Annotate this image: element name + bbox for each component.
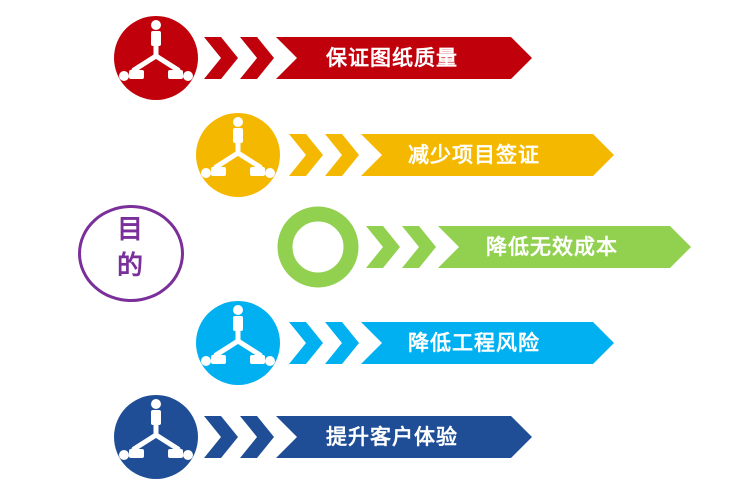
objective-label-3: 降低无效成本 — [486, 235, 618, 259]
chevron-icon — [204, 37, 274, 79]
people-network-icon — [114, 16, 198, 100]
objective-label-2: 减少项目签证 — [408, 143, 540, 167]
goal-oval — [78, 205, 184, 302]
objective-label-4: 降低工程风险 — [408, 331, 540, 355]
objective-label-5: 提升客户体验 — [326, 425, 458, 449]
goal-label-line1: 目 — [116, 215, 145, 245]
objective-arrow-4 — [361, 322, 614, 364]
objective-arrow-5 — [276, 416, 532, 458]
chevron-icon — [289, 322, 359, 364]
chevron-icon — [204, 416, 274, 458]
goal-label: 目 的 — [78, 212, 184, 284]
ring-icon — [277, 206, 359, 288]
people-network-icon — [196, 301, 280, 385]
people-network-icon — [196, 113, 280, 197]
people-network-icon — [114, 395, 198, 479]
objective-arrow-1 — [276, 37, 532, 79]
objective-label-1: 保证图纸质量 — [326, 46, 458, 70]
chevron-icon — [289, 134, 359, 176]
objective-arrow-2 — [361, 134, 614, 176]
objective-arrow-3 — [438, 226, 691, 268]
goal-label-line2: 的 — [116, 251, 145, 281]
chevron-icon — [366, 226, 436, 268]
